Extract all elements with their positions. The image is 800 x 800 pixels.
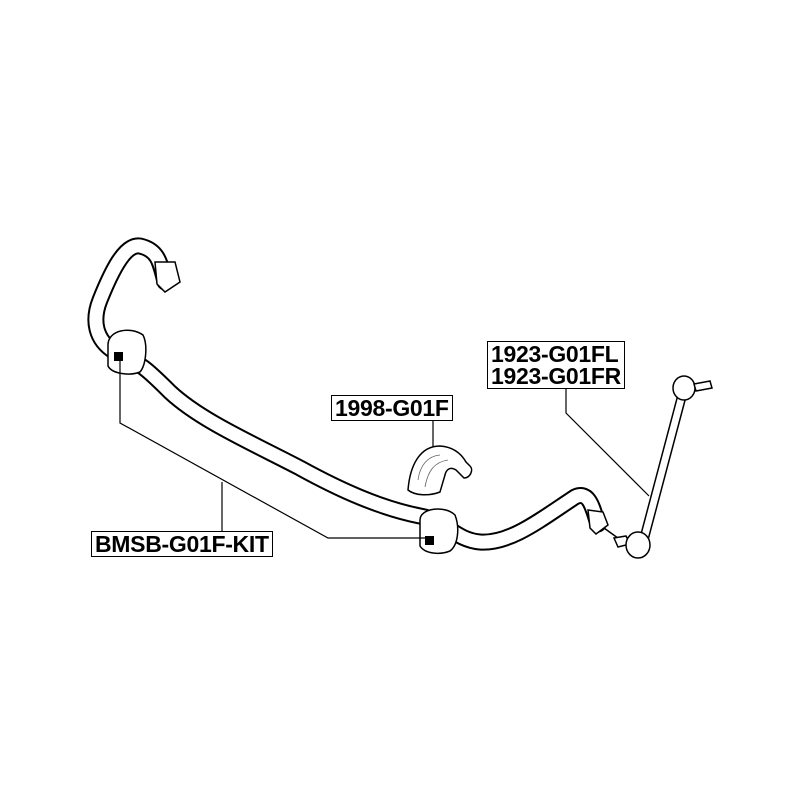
bushing-left — [107, 329, 147, 375]
bushing-right — [419, 508, 459, 555]
part-label-kit: BMSB-G01F-KIT — [91, 531, 273, 557]
stabilizer-bar — [89, 239, 605, 549]
leader-lines — [119, 360, 650, 539]
stabilizer-link — [603, 375, 713, 559]
part-number-right: 1923-G01FR — [491, 363, 621, 389]
part-number: 1998-G01F — [335, 395, 449, 421]
bar-end-left — [154, 261, 181, 293]
bushing-single — [407, 445, 473, 496]
part-label-link: 1923-G01FL 1923-G01FR — [487, 341, 625, 389]
bar-end-right — [587, 509, 609, 535]
part-number: BMSB-G01F-KIT — [95, 531, 269, 557]
part-label-bushing: 1998-G01F — [331, 395, 453, 421]
part-number-left: 1923-G01FL — [491, 341, 619, 367]
